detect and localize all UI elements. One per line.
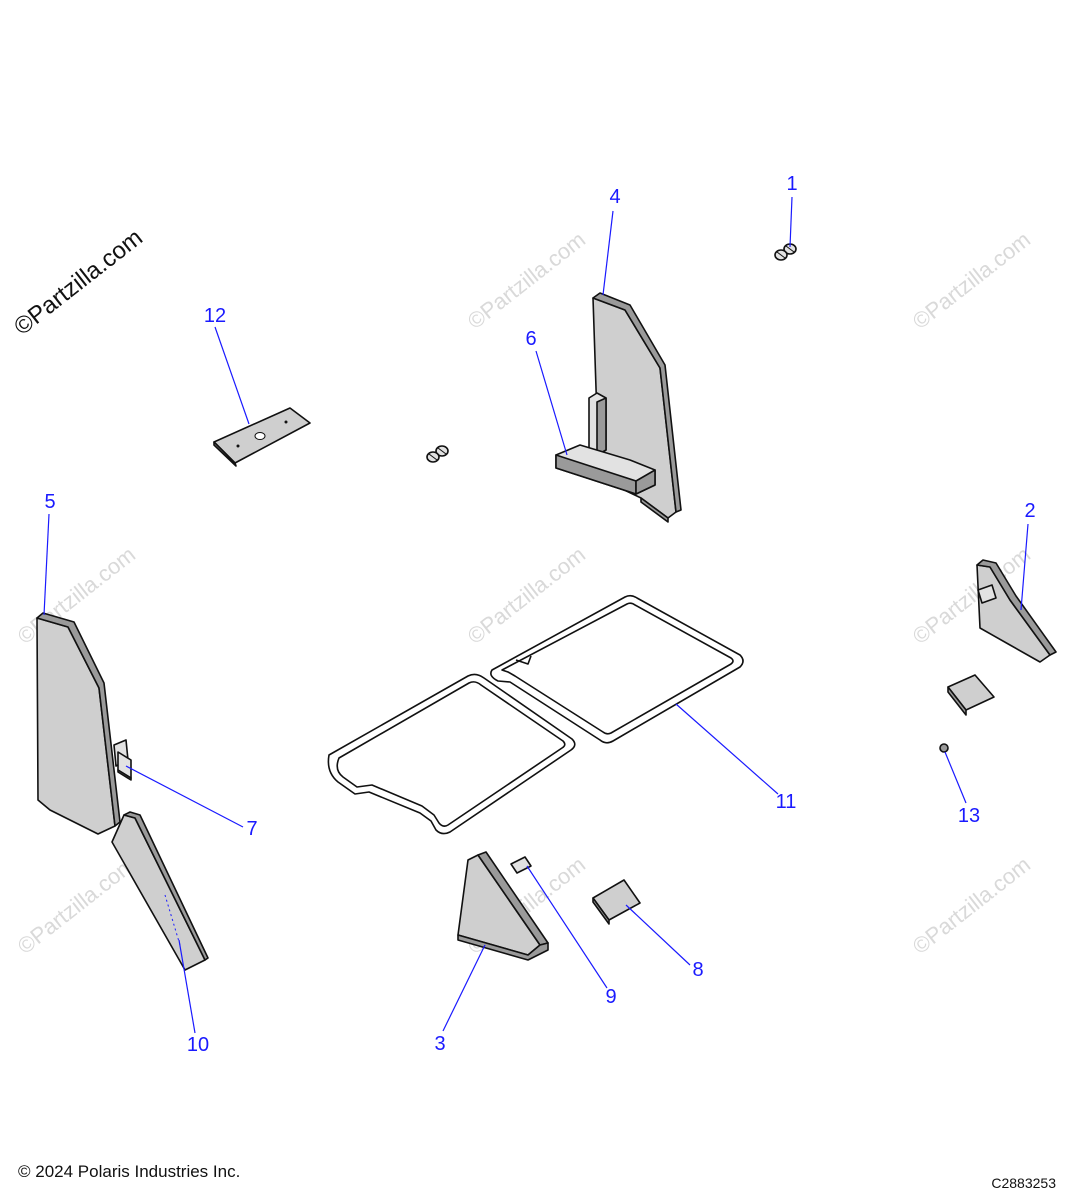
callout-5[interactable]: 5 (44, 491, 55, 513)
part-5-panel[interactable] (36, 612, 121, 835)
part-3-block[interactable] (457, 851, 549, 961)
callout-3[interactable]: 3 (434, 1033, 445, 1055)
watermark: ©Partzilla.com (463, 227, 590, 334)
callout-10[interactable]: 10 (187, 1034, 209, 1056)
callout-labels: 1 2 3 4 5 6 7 8 9 10 11 12 13 (44, 173, 1035, 1056)
part-11-gaskets[interactable] (327, 594, 744, 835)
part-2-bracket[interactable] (976, 559, 1057, 663)
center-screws (426, 445, 449, 463)
watermark: ©Partzilla.com (13, 852, 140, 959)
part-13-nut[interactable] (939, 743, 949, 753)
part-6-bracket[interactable] (555, 392, 656, 495)
part-12-plate[interactable] (213, 407, 311, 467)
part-7-block[interactable] (113, 739, 132, 781)
callout-7[interactable]: 7 (246, 818, 257, 840)
callout-13[interactable]: 13 (958, 805, 980, 827)
callout-9[interactable]: 9 (605, 986, 616, 1008)
pad-right (947, 674, 995, 716)
watermark-layer: ©Partzilla.com ©Partzilla.com ©Partzilla… (13, 227, 1035, 959)
copyright-notice: © 2024 Polaris Industries Inc. (18, 1162, 241, 1181)
callout-4[interactable]: 4 (609, 186, 620, 208)
callout-6[interactable]: 6 (525, 328, 536, 350)
drawing-number: C2883253 (991, 1175, 1056, 1191)
callout-12[interactable]: 12 (204, 305, 226, 327)
part-10-strip[interactable] (111, 811, 209, 971)
part-1-screws[interactable] (774, 243, 797, 261)
callout-2[interactable]: 2 (1024, 500, 1035, 522)
callout-11[interactable]: 11 (776, 791, 797, 813)
watermark: ©Partzilla.com (908, 852, 1035, 959)
watermark: ©Partzilla.com (908, 227, 1035, 334)
part-8-pad[interactable] (592, 879, 641, 925)
callout-1[interactable]: 1 (786, 173, 797, 195)
leader-lines (43, 196, 1029, 1034)
part-9-clip[interactable] (510, 856, 532, 874)
callout-8[interactable]: 8 (692, 959, 703, 981)
partzilla-watermark: ©Partzilla.com (9, 224, 148, 341)
